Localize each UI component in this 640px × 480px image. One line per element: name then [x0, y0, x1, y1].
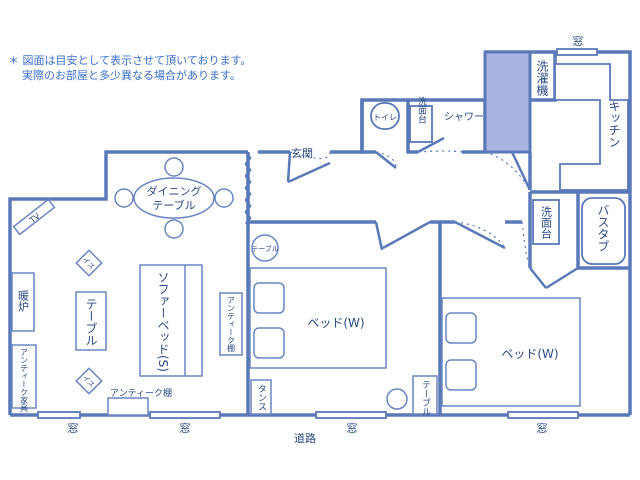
note-line-1: ＊ 図面は目安として表示させて頂いております。: [8, 53, 251, 67]
dining-set: [114, 157, 234, 239]
note-line-2: 実際のお部屋と多少異なる場合があります。: [22, 68, 241, 82]
antique-shelf-bottom-label: アンティーク棚: [110, 387, 172, 399]
bed-w-1: [249, 267, 387, 369]
bathtub-label: バスタブ: [596, 204, 610, 252]
table-living-label: テーブル: [84, 298, 98, 346]
interior-walls: [246, 50, 630, 415]
toilet-label: トイレ: [373, 113, 397, 122]
window-label-3: 窓: [347, 421, 358, 435]
antique-furniture-label: アンティーク家具: [20, 348, 29, 413]
entrance-label: 玄関: [291, 146, 313, 160]
window-label-1: 窓: [68, 421, 79, 435]
washing-machine-label: 洗濯機: [535, 60, 549, 96]
bed-w-1-label: ベッド(W): [307, 316, 364, 330]
entrance-door: [286, 151, 292, 183]
window-label-2: 窓: [180, 421, 191, 435]
doors: [244, 136, 579, 290]
bed-w-2: [441, 297, 581, 407]
dining-table-label: ダイニングテーブル: [147, 184, 202, 212]
washbasin-bath-label: 洗面台: [540, 206, 553, 239]
windows: [37, 48, 598, 419]
dining-table-label-line1: ダイニング: [147, 184, 202, 198]
antique-shelf-right-label: アンティーク棚: [227, 296, 236, 353]
washbasin-top-label: 洗面台: [416, 95, 427, 124]
bed-w-2-label: ベッド(W): [501, 347, 558, 361]
sofa-bed-label: ソファーベッド(S): [156, 271, 170, 372]
heater-label: 暖炉: [17, 290, 30, 313]
window-label-4: 窓: [537, 421, 548, 435]
road-label: 道路: [294, 431, 316, 445]
table-round-label: テーブル: [251, 244, 279, 253]
dining-table-label-line2: テーブル: [152, 198, 195, 212]
folding-door: [244, 151, 252, 225]
table-side-label: テーブル: [420, 380, 431, 416]
kitchen-label: キッチン: [607, 100, 621, 148]
shower-label: シャワー: [444, 112, 484, 123]
window-label-5: 窓: [573, 34, 584, 48]
chest-label: タンス: [256, 384, 267, 411]
